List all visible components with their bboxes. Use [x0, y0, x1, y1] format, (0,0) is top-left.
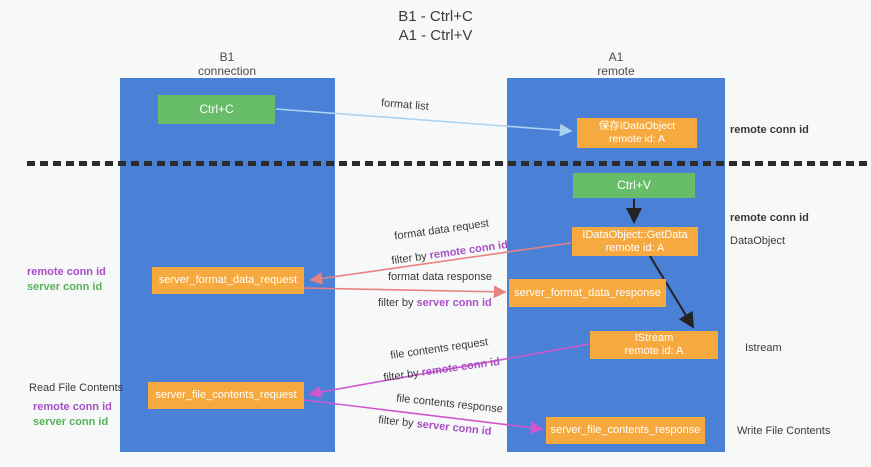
title-line-1: B1 - Ctrl+C	[398, 8, 473, 25]
istream-line2: remote id: A	[624, 345, 684, 357]
filter-by-text: filter by	[382, 367, 420, 385]
server-format-data-request-label: server_format_data_request	[158, 274, 298, 286]
node-ctrl-c: Ctrl+C	[158, 95, 275, 124]
lane-a1-name: A1	[608, 50, 624, 64]
node-server-file-contents-request: server_file_contents_request	[148, 382, 304, 409]
save-idataobject-line1: 保存IDataObject	[598, 120, 676, 132]
node-save-idataobject: 保存IDataObject remote id: A	[577, 118, 697, 148]
remote-conn-id-annotation-mid: remote conn id	[730, 212, 809, 224]
left-conn-id-group-file: remote conn id server conn id	[33, 400, 112, 430]
ctrl-c-label: Ctrl+C	[199, 102, 234, 116]
remote-conn-id-annotation-left2: remote conn id	[33, 401, 112, 413]
remote-conn-id-token: remote conn id	[420, 355, 501, 379]
lane-a1-sub: remote	[597, 64, 635, 78]
format-data-response-filter-label: filter by server conn id	[378, 297, 492, 309]
node-server-file-contents-response: server_file_contents_response	[546, 417, 705, 444]
lane-b1-sub: connection	[197, 64, 257, 78]
server-conn-id-annotation-left: server conn id	[27, 281, 103, 293]
node-server-format-data-response: server_format_data_response	[509, 279, 666, 307]
node-idataobject-getdata: IDataObject::GetData remote id: A	[572, 227, 698, 256]
server-conn-id-annotation-left2: server conn id	[33, 416, 109, 428]
istream-annotation: Istream	[745, 342, 782, 354]
node-server-format-data-request: server_format_data_request	[152, 267, 304, 294]
save-idataobject-line2: remote id: A	[608, 133, 666, 145]
lane-b1-name: B1	[219, 50, 235, 64]
dataobject-annotation: DataObject	[730, 235, 786, 247]
server-conn-id-token: server conn id	[416, 418, 493, 438]
remote-conn-id-annotation-left: remote conn id	[27, 266, 106, 278]
server-conn-id-token: server conn id	[416, 297, 492, 309]
write-file-contents-annotation: Write File Contents	[737, 425, 831, 437]
filter-by-text: filter by	[378, 297, 414, 309]
file-contents-response-label: file contents response	[395, 392, 504, 416]
istream-line1: IStream	[634, 332, 674, 344]
getdata-line1: IDataObject::GetData	[582, 228, 688, 241]
lane-header-b1: B1 connection	[157, 50, 297, 78]
phase-divider-dashed-line	[27, 161, 871, 166]
filter-by-text: filter by	[390, 250, 428, 268]
filter-by-text: filter by	[377, 414, 415, 430]
format-data-response-label: format data response	[388, 271, 492, 283]
server-file-contents-response-label: server_file_contents_response	[550, 424, 701, 436]
ctrl-v-label: Ctrl+V	[617, 178, 651, 192]
title-line-2: A1 - Ctrl+V	[398, 27, 473, 44]
getdata-line2: remote id: A	[605, 241, 665, 254]
remote-conn-id-token: remote conn id	[428, 238, 509, 262]
remote-conn-id-annotation-top: remote conn id	[730, 124, 809, 136]
format-list-label: format list	[380, 97, 430, 113]
node-istream: IStream remote id: A	[590, 331, 718, 359]
server-format-data-response-label: server_format_data_response	[514, 286, 661, 299]
format-data-request-label: format data request	[393, 217, 490, 243]
diagram-title: B1 - Ctrl+C A1 - Ctrl+V	[0, 7, 871, 45]
file-contents-response-filter-label: filter by server conn id	[378, 414, 492, 438]
node-ctrl-v: Ctrl+V	[573, 173, 695, 198]
left-conn-id-group-format: remote conn id server conn id	[27, 265, 106, 295]
server-file-contents-request-label: server_file_contents_request	[155, 389, 297, 401]
format-data-request-filter-label: filter by remote conn id	[391, 239, 509, 267]
read-file-contents-annotation: Read File Contents	[29, 382, 124, 394]
lane-header-a1: A1 remote	[546, 50, 686, 78]
file-contents-request-label: file contents request	[389, 336, 489, 362]
